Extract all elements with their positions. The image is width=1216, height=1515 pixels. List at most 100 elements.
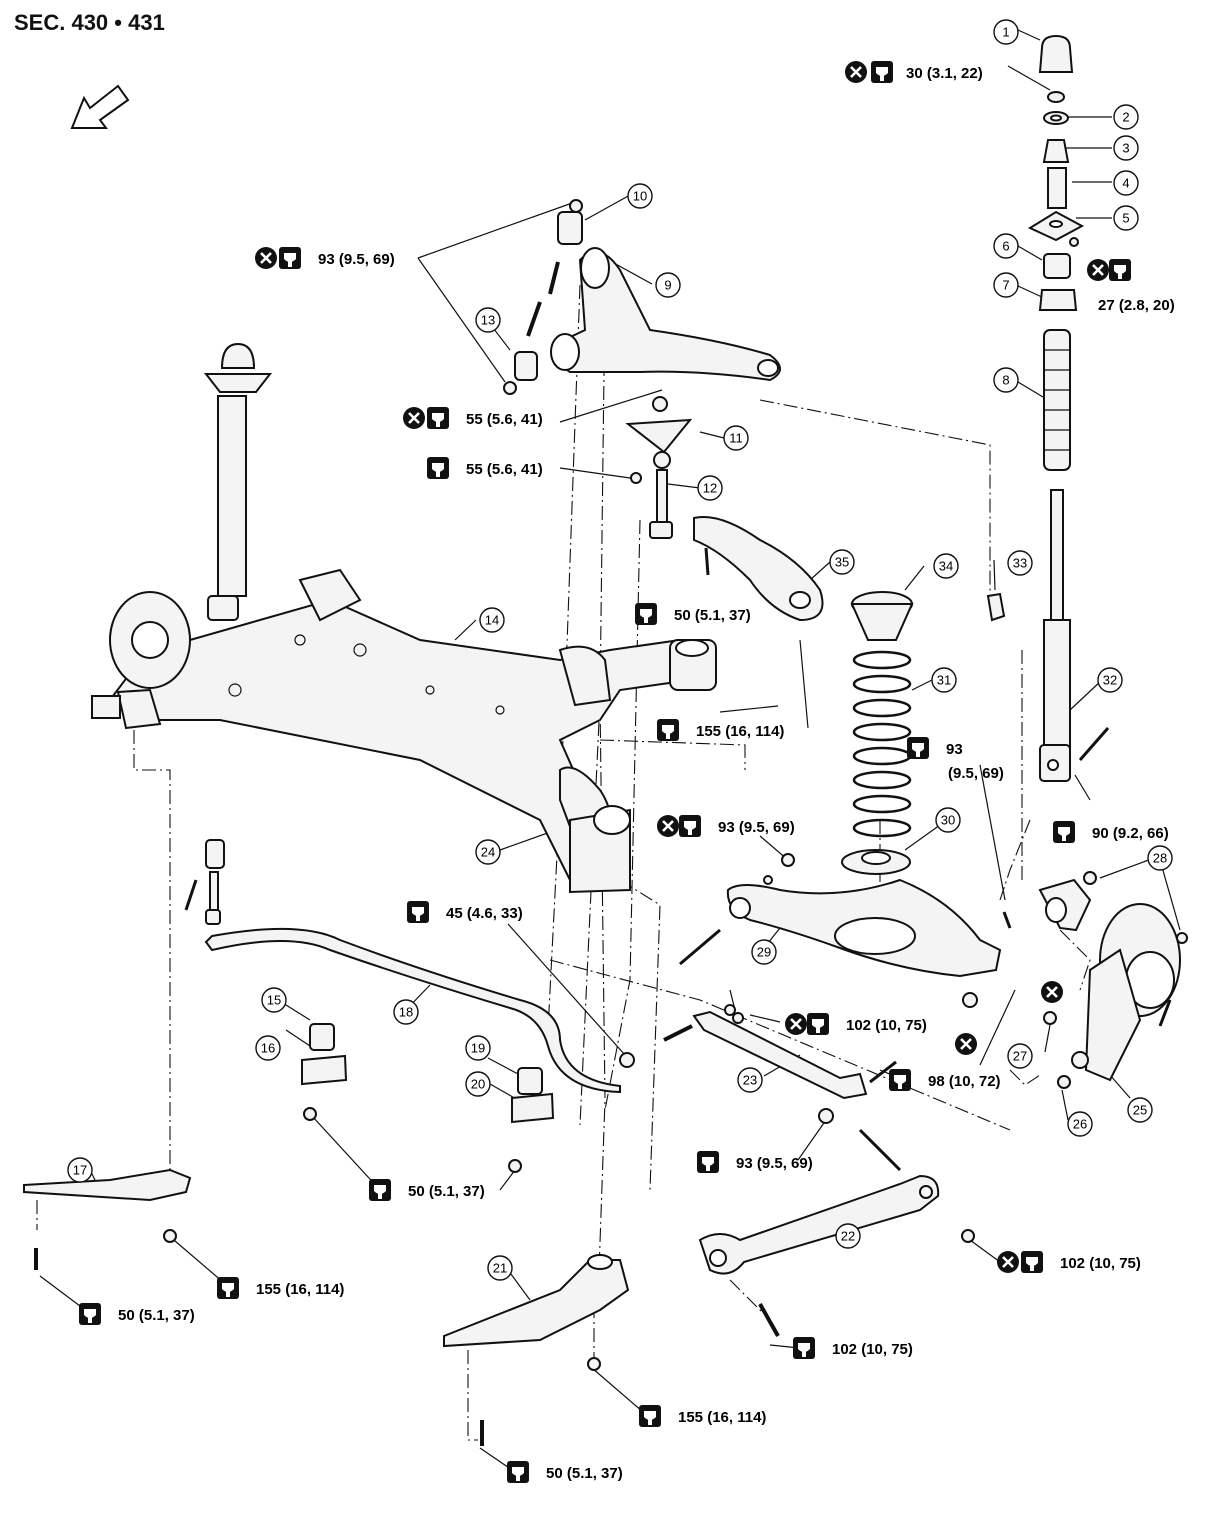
torque-value: 155 (16, 114) bbox=[256, 1281, 344, 1298]
callout-circle bbox=[993, 233, 1019, 259]
part-bracket-17 bbox=[23, 1168, 192, 1270]
no-reuse-x-icon bbox=[403, 407, 425, 429]
callout-circle bbox=[479, 607, 505, 633]
callout-circle bbox=[475, 307, 501, 333]
torque-wrench-icon bbox=[657, 719, 679, 741]
part-nut-top bbox=[1047, 91, 1065, 103]
callout-circle bbox=[993, 19, 1019, 45]
torque-value: 50 (5.1, 37) bbox=[674, 607, 751, 624]
torque-wrench-icon bbox=[1021, 1251, 1043, 1273]
callout-circle bbox=[393, 999, 419, 1025]
part-washer bbox=[1043, 111, 1069, 125]
torque-spec: 55 (5.6, 41) bbox=[403, 407, 543, 429]
callout-layer: 1234567891011121314151617181920212223242… bbox=[67, 19, 1173, 1281]
part-bushing-upper bbox=[1042, 139, 1070, 163]
part-spring-seat-upper bbox=[850, 591, 914, 641]
no-reuse-x-icon bbox=[955, 1033, 977, 1055]
torque-spec: 45 (4.6, 33) bbox=[407, 901, 523, 923]
torque-spec: 102 (10, 75) bbox=[997, 1251, 1141, 1273]
part-coil-spring bbox=[852, 650, 912, 838]
callout-6: 6 bbox=[993, 233, 1019, 259]
part-bump-stopper bbox=[986, 592, 1006, 622]
callout-number: 34 bbox=[939, 559, 953, 574]
callout-number: 11 bbox=[729, 431, 743, 446]
callout-11: 11 bbox=[723, 425, 749, 451]
part-nut-45 bbox=[619, 1052, 635, 1068]
torque-value: 50 (5.1, 37) bbox=[408, 1183, 485, 1200]
part-bushing-19 bbox=[517, 1067, 543, 1095]
callout-number: 22 bbox=[841, 1229, 855, 1244]
torque-spec: 155 (16, 114) bbox=[639, 1405, 766, 1427]
torque-wrench-icon bbox=[793, 1337, 815, 1359]
callout-circle bbox=[1113, 170, 1139, 196]
callout-8: 8 bbox=[993, 367, 1019, 393]
no-reuse-x-icon bbox=[845, 61, 867, 83]
torque-value: 102 (10, 75) bbox=[832, 1341, 913, 1358]
part-bushing-10 bbox=[557, 211, 583, 245]
callout-number: 20 bbox=[471, 1077, 485, 1092]
callout-29: 29 bbox=[751, 939, 777, 965]
callout-30: 30 bbox=[935, 807, 961, 833]
part-rear-bracket bbox=[693, 516, 824, 622]
callout-circle bbox=[935, 807, 961, 833]
callout-circle bbox=[1007, 550, 1033, 576]
torque-wrench-icon bbox=[907, 737, 929, 759]
torque-spec: 93 bbox=[907, 737, 963, 759]
torque-wrench-icon bbox=[889, 1069, 911, 1091]
callout-circle bbox=[655, 272, 681, 298]
no-reuse-x-icon bbox=[657, 815, 679, 837]
callout-circle bbox=[465, 1071, 491, 1097]
no-reuse-x-icon bbox=[1041, 981, 1063, 1003]
callout-number: 19 bbox=[471, 1041, 485, 1056]
part-axle-25 bbox=[1038, 871, 1188, 1089]
part-bracket-21 bbox=[443, 1254, 630, 1446]
torque-wrench-icon bbox=[427, 457, 449, 479]
no-reuse-x-icon bbox=[1087, 259, 1109, 281]
torque-wrench-icon bbox=[807, 1013, 829, 1035]
callout-1: 1 bbox=[993, 19, 1019, 45]
torque-wrench-icon bbox=[1109, 259, 1131, 281]
torque-value: 50 (5.1, 37) bbox=[118, 1307, 195, 1324]
callout-number: 14 bbox=[485, 613, 499, 628]
callout-circle bbox=[627, 183, 653, 209]
part-clamp-16 bbox=[301, 1054, 348, 1121]
torque-wrench-icon bbox=[871, 61, 893, 83]
part-stabilizer-bar bbox=[204, 927, 621, 1094]
torque-spec: 55 (5.6, 41) bbox=[427, 457, 543, 479]
torque-spec: 90 (9.2, 66) bbox=[1053, 821, 1169, 843]
part-shock-cap bbox=[1038, 34, 1074, 73]
torque-value: 90 (9.2, 66) bbox=[1092, 825, 1169, 842]
callout-number: 8 bbox=[1002, 373, 1009, 388]
callout-20: 20 bbox=[465, 1071, 491, 1097]
callout-number: 27 bbox=[1013, 1049, 1027, 1064]
callout-13: 13 bbox=[475, 307, 501, 333]
section-reference: SEC. 430 • 431 bbox=[14, 10, 165, 35]
callout-number: 13 bbox=[481, 313, 495, 328]
callout-33: 33 bbox=[1007, 550, 1033, 576]
callout-number: 7 bbox=[1002, 278, 1009, 293]
callout-number: 4 bbox=[1122, 176, 1129, 191]
torque-wrench-icon bbox=[639, 1405, 661, 1427]
callout-25: 25 bbox=[1127, 1097, 1153, 1123]
torque-layer: 30 (3.1, 22)27 (2.8, 20)93 (9.5, 69)55 (… bbox=[79, 61, 1175, 1483]
torque-wrench-icon bbox=[635, 603, 657, 625]
callout-4: 4 bbox=[1113, 170, 1139, 196]
callout-number: 29 bbox=[757, 945, 771, 960]
callout-23: 23 bbox=[737, 1067, 763, 1093]
callout-10: 10 bbox=[627, 183, 653, 209]
part-bushing-lower bbox=[1043, 253, 1071, 279]
callout-32: 32 bbox=[1097, 667, 1123, 693]
part-mount-insulator bbox=[1038, 289, 1078, 311]
callout-circle bbox=[1113, 135, 1139, 161]
no-reuse-x-icon bbox=[255, 247, 277, 269]
callout-circle bbox=[255, 1035, 281, 1061]
torque-wrench-icon bbox=[217, 1277, 239, 1299]
callout-3: 3 bbox=[1113, 135, 1139, 161]
part-knuckle-left bbox=[91, 591, 191, 719]
part-bushing-13 bbox=[514, 351, 538, 381]
callout-18: 18 bbox=[393, 999, 419, 1025]
torque-wrench-icon bbox=[679, 815, 701, 837]
torque-value: 155 (16, 114) bbox=[678, 1409, 766, 1426]
callout-number: 26 bbox=[1073, 1117, 1087, 1132]
